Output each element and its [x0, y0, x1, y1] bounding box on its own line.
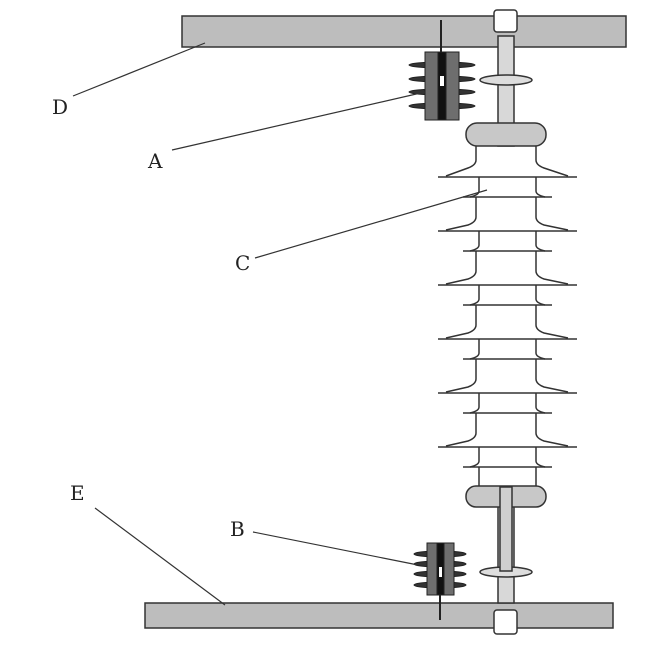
- shed-core: [445, 197, 569, 231]
- leader-d: [72, 42, 206, 97]
- shed-core: [469, 231, 546, 252]
- shed-core: [469, 339, 546, 360]
- leader-b: [252, 531, 419, 566]
- shed-core: [445, 413, 569, 447]
- top-washer: [479, 74, 533, 86]
- shed-core: [445, 305, 569, 339]
- arrester-b: [413, 542, 467, 620]
- leader-a: [171, 91, 426, 151]
- top-crossarm-d: [181, 15, 627, 48]
- leader-e: [94, 507, 226, 606]
- label-b: B: [230, 517, 245, 541]
- top-nut: [493, 9, 518, 33]
- shed-core: [469, 447, 546, 468]
- insulator-sheds-c: [438, 146, 577, 486]
- shed-core: [469, 177, 546, 198]
- label-c: C: [235, 251, 250, 275]
- bottom-crossarm-e: [144, 602, 614, 629]
- shed-neck: [445, 146, 569, 177]
- label-e: E: [70, 481, 85, 505]
- label-a: A: [147, 149, 163, 173]
- shed-core: [469, 393, 546, 414]
- shed-core: [445, 359, 569, 393]
- shed-core: [469, 285, 546, 306]
- leader-c: [254, 189, 488, 259]
- shed-core: [478, 467, 537, 486]
- shed-core: [445, 251, 569, 285]
- label-d: D: [52, 95, 68, 119]
- arrester-a: [408, 20, 476, 121]
- top-end-fitting: [465, 122, 547, 147]
- bottom-nut: [493, 609, 518, 635]
